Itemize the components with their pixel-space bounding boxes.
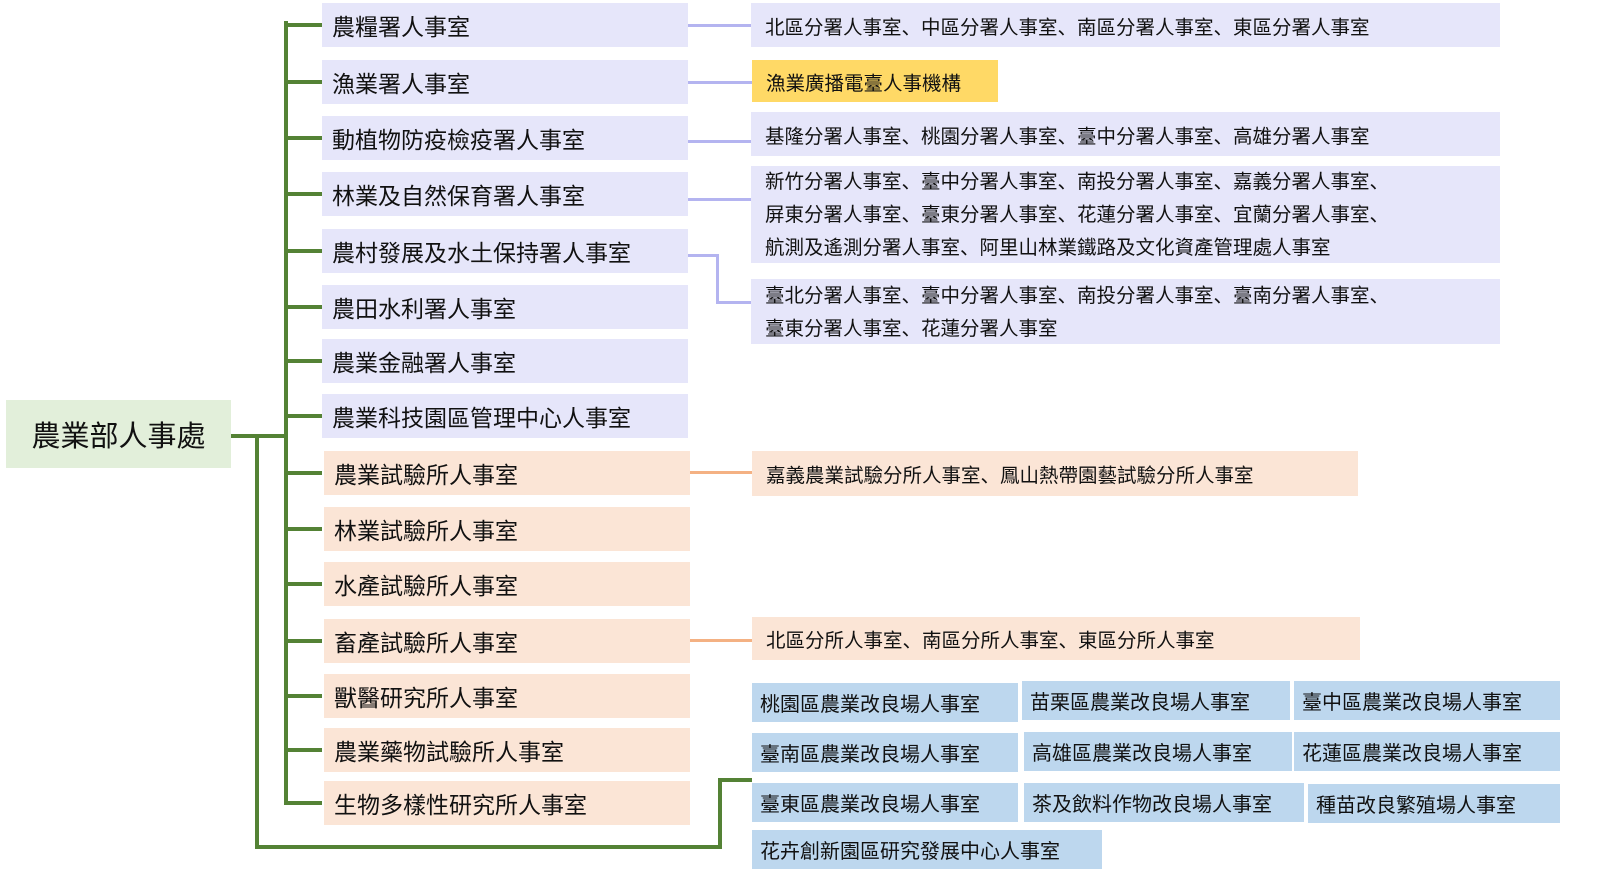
quarantine-subunits: 基隆分署人事室、桃園分署人事室、臺中分署人事室、高雄分署人事室 bbox=[751, 112, 1500, 156]
root-connector bbox=[231, 434, 287, 438]
unit-node: 農業金融署人事室 bbox=[322, 339, 688, 383]
connector bbox=[688, 24, 751, 27]
rural-line: 臺北分署人事室、臺中分署人事室、南投分署人事室、臺南分署人事室、 bbox=[765, 283, 1390, 307]
branch-connector bbox=[284, 527, 322, 531]
unit-node: 農村發展及水土保持署人事室 bbox=[322, 229, 688, 273]
branch-connector bbox=[284, 192, 322, 196]
lower-trunk-line bbox=[718, 778, 752, 782]
branch-connector bbox=[284, 582, 322, 586]
root-node: 農業部人事處 bbox=[6, 400, 231, 468]
improvement-station-node: 臺東區農業改良場人事室 bbox=[752, 783, 1018, 822]
lower-trunk-line bbox=[255, 845, 722, 849]
forestry-subunits: 新竹分署人事室、臺中分署人事室、南投分署人事室、嘉義分署人事室、 屏東分署人事室… bbox=[751, 166, 1500, 263]
connector bbox=[688, 140, 751, 143]
connector bbox=[688, 81, 752, 84]
unit-node: 農田水利署人事室 bbox=[322, 285, 688, 329]
improvement-station-node: 苗栗區農業改良場人事室 bbox=[1022, 681, 1290, 720]
agri-research-subunits: 嘉義農業試驗分所人事室、鳳山熱帶園藝試驗分所人事室 bbox=[752, 451, 1358, 496]
fisheries-subunits: 漁業廣播電臺人事機構 bbox=[752, 60, 998, 102]
improvement-station-node: 茶及飲料作物改良場人事室 bbox=[1024, 783, 1304, 822]
branch-connector bbox=[284, 471, 322, 475]
connector bbox=[716, 301, 751, 304]
forestry-line: 屏東分署人事室、臺東分署人事室、花蓮分署人事室、宜蘭分署人事室、 bbox=[765, 203, 1390, 226]
branch-connector bbox=[284, 249, 322, 253]
forestry-line: 航測及遙測分署人事室、阿里山林業鐵路及文化資產管理處人事室 bbox=[765, 236, 1331, 259]
connector bbox=[688, 254, 719, 257]
branch-connector bbox=[284, 801, 322, 805]
unit-node: 農業藥物試驗所人事室 bbox=[324, 728, 690, 772]
livestock-subunits: 北區分所人事室、南區分所人事室、東區分所人事室 bbox=[752, 617, 1360, 660]
improvement-station-node: 高雄區農業改良場人事室 bbox=[1024, 732, 1292, 771]
unit-node: 農糧署人事室 bbox=[322, 3, 688, 47]
improvement-station-node: 花卉創新園區研究發展中心人事室 bbox=[752, 830, 1102, 869]
branch-connector bbox=[284, 305, 322, 309]
branch-connector bbox=[284, 639, 322, 643]
branch-connector bbox=[284, 748, 322, 752]
connector bbox=[690, 471, 752, 474]
unit-node: 林業及自然保育署人事室 bbox=[322, 172, 688, 216]
unit-node: 林業試驗所人事室 bbox=[324, 507, 690, 551]
branch-connector bbox=[284, 23, 322, 27]
improvement-station-node: 桃園區農業改良場人事室 bbox=[752, 683, 1018, 722]
unit-node: 漁業署人事室 bbox=[322, 60, 688, 104]
agri-food-subunits: 北區分署人事室、中區分署人事室、南區分署人事室、東區分署人事室 bbox=[751, 3, 1500, 47]
connector bbox=[690, 639, 752, 642]
branch-connector bbox=[284, 359, 322, 363]
connector bbox=[688, 198, 751, 201]
connector bbox=[716, 254, 719, 304]
branch-connector bbox=[284, 136, 322, 140]
rural-subunits: 臺北分署人事室、臺中分署人事室、南投分署人事室、臺南分署人事室、 臺東分署人事室… bbox=[751, 279, 1500, 344]
unit-node: 生物多樣性研究所人事室 bbox=[324, 781, 690, 825]
unit-node: 水產試驗所人事室 bbox=[324, 562, 690, 606]
lower-trunk-line bbox=[255, 434, 259, 849]
unit-node: 動植物防疫檢疫署人事室 bbox=[322, 116, 688, 160]
lower-trunk-line bbox=[718, 778, 722, 849]
improvement-station-node: 臺南區農業改良場人事室 bbox=[752, 733, 1018, 772]
branch-connector bbox=[284, 80, 322, 84]
improvement-station-node: 臺中區農業改良場人事室 bbox=[1294, 681, 1560, 720]
improvement-station-node: 種苗改良繁殖場人事室 bbox=[1308, 784, 1560, 823]
unit-node: 農業科技園區管理中心人事室 bbox=[322, 394, 688, 438]
trunk-line bbox=[284, 21, 288, 805]
unit-node: 畜產試驗所人事室 bbox=[324, 619, 690, 663]
rural-line: 臺東分署人事室、花蓮分署人事室 bbox=[765, 316, 1058, 340]
unit-node: 獸醫研究所人事室 bbox=[324, 674, 690, 718]
unit-node: 農業試驗所人事室 bbox=[324, 451, 690, 495]
improvement-station-node: 花蓮區農業改良場人事室 bbox=[1294, 732, 1560, 771]
branch-connector bbox=[284, 694, 322, 698]
forestry-line: 新竹分署人事室、臺中分署人事室、南投分署人事室、嘉義分署人事室、 bbox=[765, 170, 1390, 193]
branch-connector bbox=[284, 414, 322, 418]
